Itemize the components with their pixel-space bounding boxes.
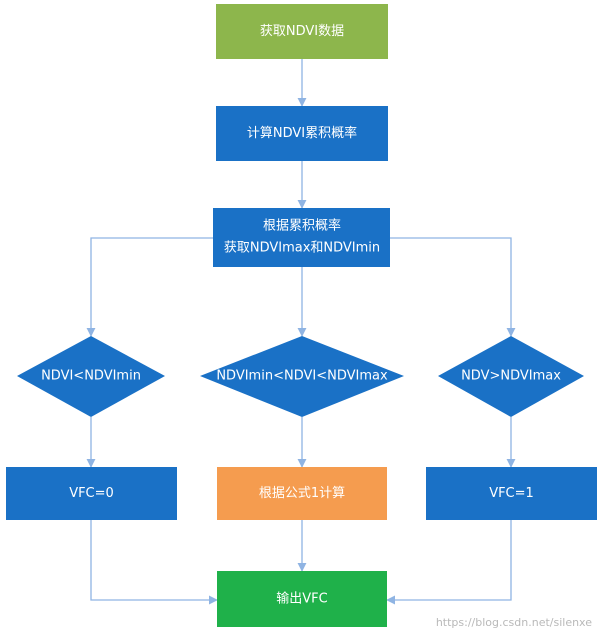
output-label: 输出VFC	[276, 591, 327, 607]
get-ndvi-node: 获取NDVI数据	[216, 4, 388, 59]
cond-high-diamond	[438, 336, 584, 417]
cond-mid-diamond	[200, 336, 404, 417]
vfc-zero-label: VFC=0	[69, 486, 114, 501]
get-ndvi-box	[216, 4, 388, 59]
vfc-zero-node: VFC=0	[6, 467, 177, 520]
cond-low-diamond	[17, 336, 165, 417]
cond-high-label: NDV>NDVImax	[461, 369, 561, 384]
vfc-one-label: VFC=1	[489, 486, 534, 501]
cond-low-node: NDVI<NDVImin	[17, 336, 165, 417]
output-box	[217, 571, 387, 627]
vfc-formula-box	[217, 467, 387, 520]
derive-minmax-line2: 获取NDVImax和NDVImin	[224, 241, 380, 256]
derive-minmax-node: 根据累积概率 获取NDVImax和NDVImin	[213, 208, 390, 267]
calc-cumprob-label: 计算NDVI累积概率	[247, 125, 357, 141]
watermark-text: https://blog.csdn.net/silenxe	[435, 616, 592, 629]
edge-one-to-output	[386, 520, 512, 605]
derive-minmax-line1: 根据累积概率	[263, 218, 341, 234]
calc-cumprob-box	[216, 106, 388, 161]
edge-derive-to-high	[390, 237, 516, 337]
vfc-formula-label: 根据公式1计算	[259, 486, 345, 501]
cond-mid-label: NDVImin<NDVI<NDVImax	[216, 369, 388, 384]
cond-mid-node: NDVImin<NDVI<NDVImax	[200, 336, 404, 417]
derive-minmax-box	[213, 208, 390, 267]
edge-derive-to-low	[86, 237, 213, 337]
output-node: 输出VFC	[217, 571, 387, 627]
connectors	[86, 59, 516, 605]
cond-high-node: NDV>NDVImax	[438, 336, 584, 417]
vfc-zero-box	[6, 467, 177, 520]
calc-cumprob-node: 计算NDVI累积概率	[216, 106, 388, 161]
get-ndvi-label: 获取NDVI数据	[260, 24, 344, 39]
edge-zero-to-output	[90, 520, 218, 605]
vfc-one-box	[426, 467, 597, 520]
vfc-one-node: VFC=1	[426, 467, 597, 520]
cond-low-label: NDVI<NDVImin	[41, 369, 141, 384]
vfc-formula-node: 根据公式1计算	[217, 467, 387, 520]
